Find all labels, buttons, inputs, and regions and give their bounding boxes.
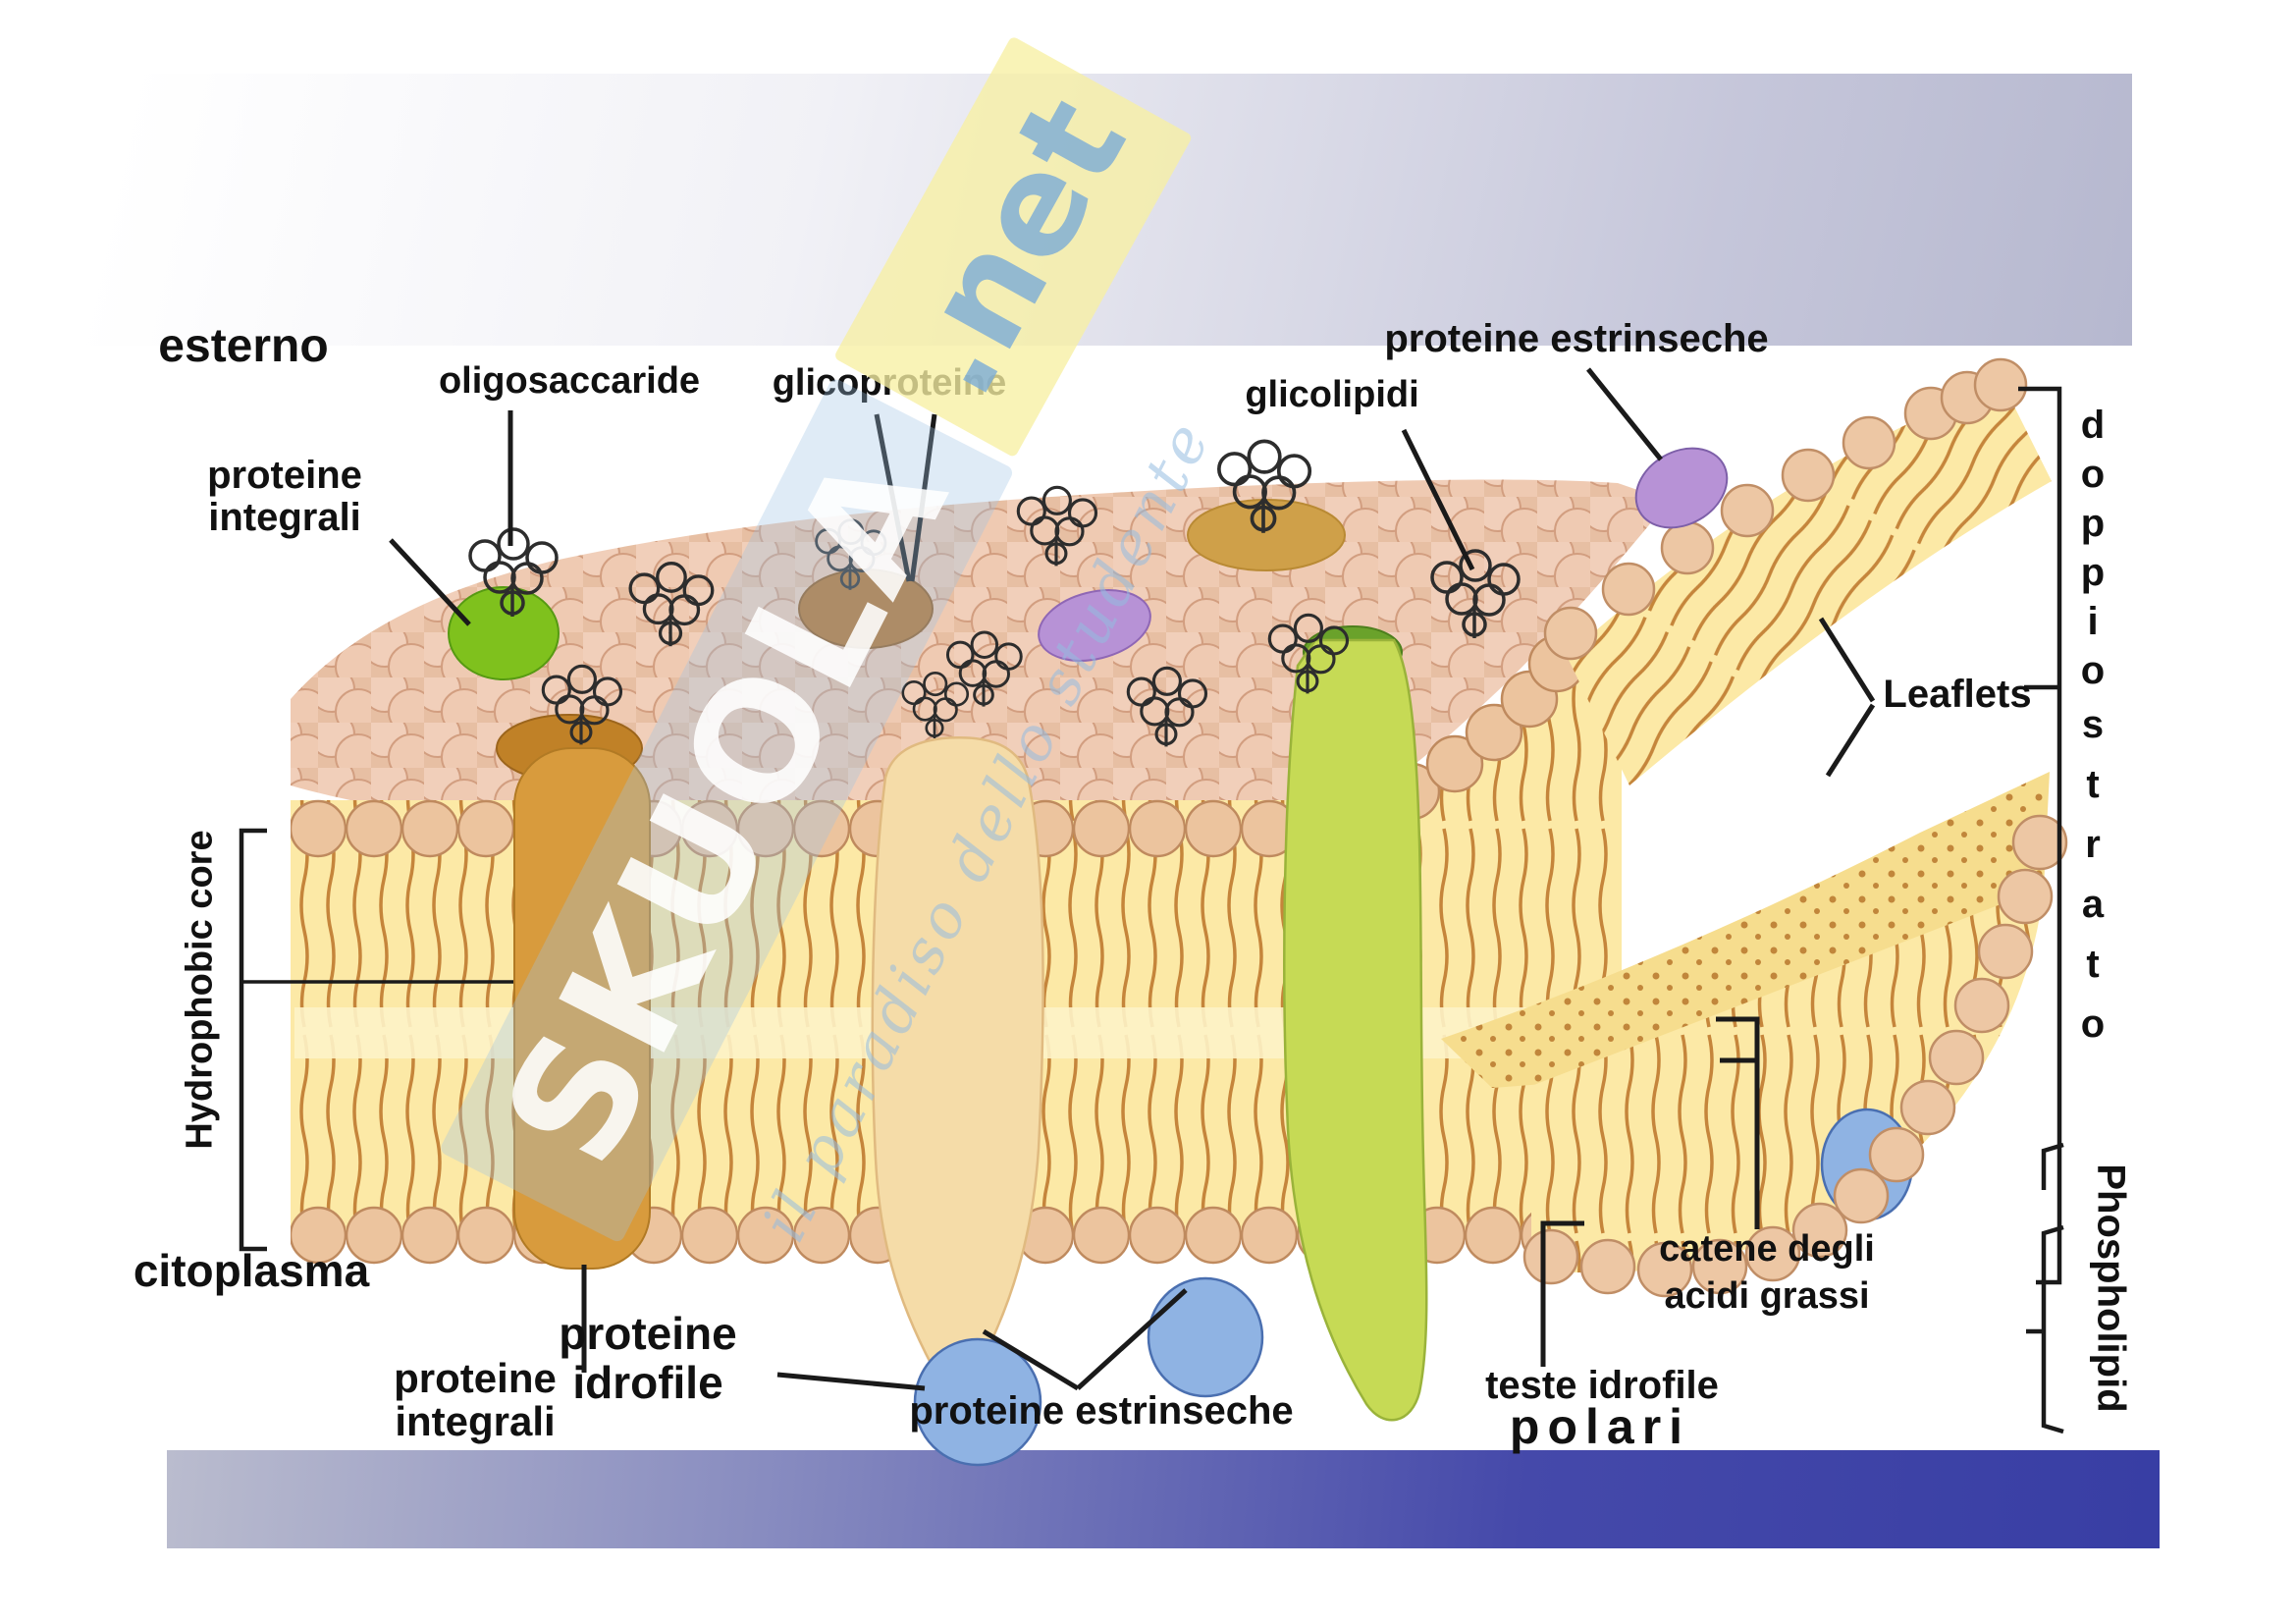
label-teste-idrofile: teste idrofile xyxy=(1485,1364,1719,1407)
lower-leaflet-front-tails xyxy=(1531,888,2044,1272)
lipid-head-row-top xyxy=(291,799,1343,858)
glycolipid-dome xyxy=(1187,499,1346,571)
label-proteine-idrofile-2: idrofile xyxy=(572,1357,722,1408)
integral-protein-orange xyxy=(513,747,651,1270)
lower-leaflet-head-row xyxy=(1522,814,2068,1298)
integral-protein-cream xyxy=(871,736,1044,1382)
footer-gradient-band xyxy=(167,1450,2160,1548)
label-citoplasma: citoplasma xyxy=(133,1245,370,1296)
hydrophilic-protein-blue-2 xyxy=(1147,1276,1264,1398)
label-proteine-estrinseche-bottom: proteine estrinseche xyxy=(909,1389,1293,1433)
label-proteine-integrali-bottom-1: proteine xyxy=(394,1355,557,1401)
hydrophilic-protein-blue-1 xyxy=(913,1337,1042,1467)
label-glicolipidi: glicolipidi xyxy=(1245,374,1418,415)
label-hydrophobic-core: Hydrophobic core xyxy=(179,830,221,1150)
upper-leaflet-flap-tails xyxy=(1567,383,2052,785)
label-glicoproteine: glicoproteine xyxy=(773,362,1007,404)
label-phospholipid: Phospholipid xyxy=(2089,1163,2133,1413)
label-proteine-integrali-top-2: integrali xyxy=(208,496,361,539)
label-proteine-estrinseche-top: proteine estrinseche xyxy=(1384,317,1768,360)
integral-protein-green-blob xyxy=(448,586,560,680)
label-leaflets: Leaflets xyxy=(1883,673,2031,716)
pointer-lines xyxy=(389,367,1876,1391)
integral-protein-green xyxy=(1283,638,1428,1422)
extrinsic-protein-purple-mid xyxy=(1038,589,1151,662)
label-oligosaccaride: oligosaccaride xyxy=(439,360,700,402)
doppio-strato-bracket xyxy=(2018,386,2062,1285)
hydrophobic-core-bracket xyxy=(239,828,267,1252)
label-catene-1: catene degli xyxy=(1659,1228,1875,1270)
phospholipid-bracket-top xyxy=(2041,1142,2064,1190)
label-polari: polari xyxy=(1510,1399,1690,1454)
extrinsic-protein-purple-top xyxy=(1634,447,1729,529)
label-proteine-idrofile-1: proteine xyxy=(559,1308,736,1359)
label-proteine-integrali-bottom-2: integrali xyxy=(395,1398,555,1444)
label-esterno: esterno xyxy=(158,320,328,372)
label-catene-2: acidi grassi xyxy=(1664,1275,1869,1317)
lower-leaflet-inner-surface-speckle xyxy=(1441,772,2050,1088)
label-proteine-integrali-top-1: proteine xyxy=(207,454,362,497)
brackets xyxy=(239,386,2064,1434)
